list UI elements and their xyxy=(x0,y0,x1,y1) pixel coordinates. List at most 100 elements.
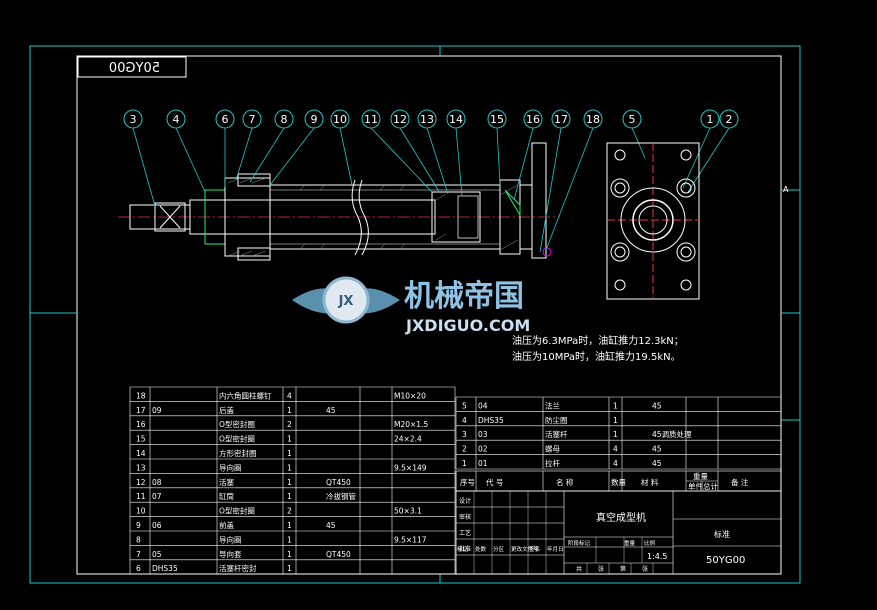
balloon-4: 4 xyxy=(166,109,186,129)
bom-left-cell: 13 xyxy=(136,463,146,472)
bom-header-cell: 备 注 xyxy=(731,477,749,487)
bom-left-cell: 1 xyxy=(287,449,292,458)
stage-label: 阶段标记 xyxy=(568,539,591,547)
balloon-label: 9 xyxy=(311,113,318,126)
bom-right-cell: 5 xyxy=(462,401,467,410)
balloon-18: 18 xyxy=(583,109,603,129)
bom-left-cell: 导向圈 xyxy=(219,462,242,472)
bom-right-cell: 1 xyxy=(613,416,618,425)
zone-ticks xyxy=(30,46,800,583)
balloon-label: 2 xyxy=(726,113,733,126)
bom-right-cell: 45 xyxy=(652,445,662,454)
bom-left-cell: O型密封圈 xyxy=(219,506,255,516)
watermark-en: JXDIGUO.COM xyxy=(405,316,530,335)
note-line-1: 油压为6.3MPa时，油缸推力12.3kN； xyxy=(512,334,684,347)
stage-label: 比例 xyxy=(644,539,656,547)
bom-header-cell: 名 称 xyxy=(556,477,574,487)
bom-header-cell: 单件 xyxy=(688,481,703,491)
bom-header-cell: 数量 xyxy=(611,477,626,487)
bom-left-cell: 16 xyxy=(136,420,146,429)
balloon-label: 7 xyxy=(249,113,256,126)
balloon-3: 3 xyxy=(123,109,143,129)
balloon-12: 12 xyxy=(390,109,410,129)
bom-right-cell: 2 xyxy=(462,445,467,454)
balloon-label: 10 xyxy=(333,113,347,126)
bom-header-cell: 总计 xyxy=(703,481,718,491)
bom-left-cell: DHS35 xyxy=(152,564,178,573)
bom-left-cell: 06 xyxy=(152,521,162,530)
bom-left-cell: 12 xyxy=(136,478,146,487)
balloon-9: 9 xyxy=(304,109,324,129)
bom-left-cell: 07 xyxy=(152,492,162,501)
balloon-label: 12 xyxy=(393,113,407,126)
bom-left-cell: 45 xyxy=(326,406,336,415)
bom-left-cell: 08 xyxy=(152,478,162,487)
bom-left-cell: 05 xyxy=(152,550,162,559)
bom-left-cell: 导向套 xyxy=(219,549,242,559)
bom-left-cell: QT450 xyxy=(326,478,351,487)
bom-left-cell: 1 xyxy=(287,478,292,487)
balloon-label: 6 xyxy=(222,113,229,126)
bom-left-cell: 1 xyxy=(287,406,292,415)
balloon-14: 14 xyxy=(446,109,466,129)
code-box xyxy=(77,56,187,78)
revision-label: 年月日 xyxy=(547,545,564,553)
bom-right-cell: 3 xyxy=(462,430,467,439)
bom-left-cell: 09 xyxy=(152,406,162,415)
balloon-10: 10 xyxy=(330,109,350,129)
bom-left-cell: 15 xyxy=(136,435,146,444)
bom-left-cell: 1 xyxy=(287,463,292,472)
stage-label: 重量 xyxy=(624,539,636,547)
sheet-label: 张 xyxy=(598,565,604,573)
bom-right-cell: 螺母 xyxy=(545,444,560,454)
approval-label: 批准 xyxy=(459,545,471,553)
balloon-11: 11 xyxy=(361,109,381,129)
scale-value: 1:4.5 xyxy=(647,552,668,561)
outer-frame xyxy=(29,45,801,584)
bom-left-cell: 1 xyxy=(287,521,292,530)
bom-right-cell: 4 xyxy=(462,416,467,425)
balloon-13: 13 xyxy=(417,109,437,129)
bom-left-cell: 6 xyxy=(136,564,141,573)
bom-left-cell: 1 xyxy=(287,564,292,573)
bom-right-cell: 03 xyxy=(478,430,488,439)
sheet-label: 共 xyxy=(576,565,582,573)
company-name: 标准 xyxy=(714,529,730,539)
revision-label: 签名 xyxy=(529,545,540,553)
bom-left-cell: 18 xyxy=(136,391,146,400)
bom-header-weight: 重量 xyxy=(693,472,708,481)
balloon-17: 17 xyxy=(551,109,571,129)
sheet-label: 张 xyxy=(642,565,648,573)
bom-left-cell: 50×3.1 xyxy=(394,507,422,516)
bom-left-cell: 17 xyxy=(136,406,146,415)
balloon-label: 18 xyxy=(586,113,600,126)
revision-label: 标记 xyxy=(457,545,469,553)
bom-left-cell: 导向圈 xyxy=(219,534,242,544)
bom-header-cell: 材 料 xyxy=(641,477,659,487)
balloon-label: 13 xyxy=(420,113,434,126)
bom-left-cell: 活塞杆密封 xyxy=(219,563,257,573)
bom-right-cell: 4 xyxy=(613,459,618,468)
bom-left-cell: O型密封圈 xyxy=(219,434,255,444)
bom-left-cell: 9 xyxy=(136,521,141,530)
balloon-label: 11 xyxy=(364,113,378,126)
bom-left-cell: 1 xyxy=(287,492,292,501)
approval-label: 设计 xyxy=(459,497,471,505)
revision-label: 更改文件号 xyxy=(511,545,539,553)
bom-left-cell: 2 xyxy=(287,420,292,429)
bom-right-cell: 04 xyxy=(478,401,488,410)
balloon-15: 15 xyxy=(487,109,507,129)
balloon-label: 4 xyxy=(173,113,180,126)
drawing-number: 50YG00 xyxy=(706,555,745,566)
bom-left-cell: QT450 xyxy=(326,550,351,559)
balloon-label: 1 xyxy=(707,113,714,126)
bom-right-cell: 02 xyxy=(478,445,488,454)
